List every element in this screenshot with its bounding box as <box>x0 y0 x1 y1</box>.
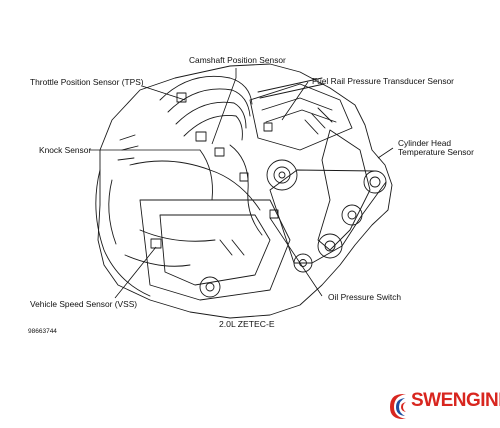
label-fuel-rail-pressure-sensor: Fuel Rail Pressure Transducer Sensor <box>312 76 454 86</box>
label-cylinder-head-line1: Cylinder Head <box>398 138 452 148</box>
label-throttle-position-sensor: Throttle Position Sensor (TPS) <box>30 77 144 87</box>
figure-id: 98663744 <box>28 328 57 335</box>
swengines-logo-icon <box>390 394 406 419</box>
swengines-logo-text: SWENGINES <box>411 390 500 411</box>
engine-caption: 2.0L ZETEC-E <box>219 319 275 329</box>
label-knock-sensor: Knock Sensor <box>39 145 92 155</box>
label-cylinder-head-line2: Temperature Sensor <box>398 147 474 157</box>
label-vehicle-speed-sensor: Vehicle Speed Sensor (VSS) <box>30 299 138 309</box>
label-oil-pressure-switch: Oil Pressure Switch <box>328 292 402 302</box>
label-camshaft-position-sensor: Camshaft Position Sensor <box>189 55 286 65</box>
